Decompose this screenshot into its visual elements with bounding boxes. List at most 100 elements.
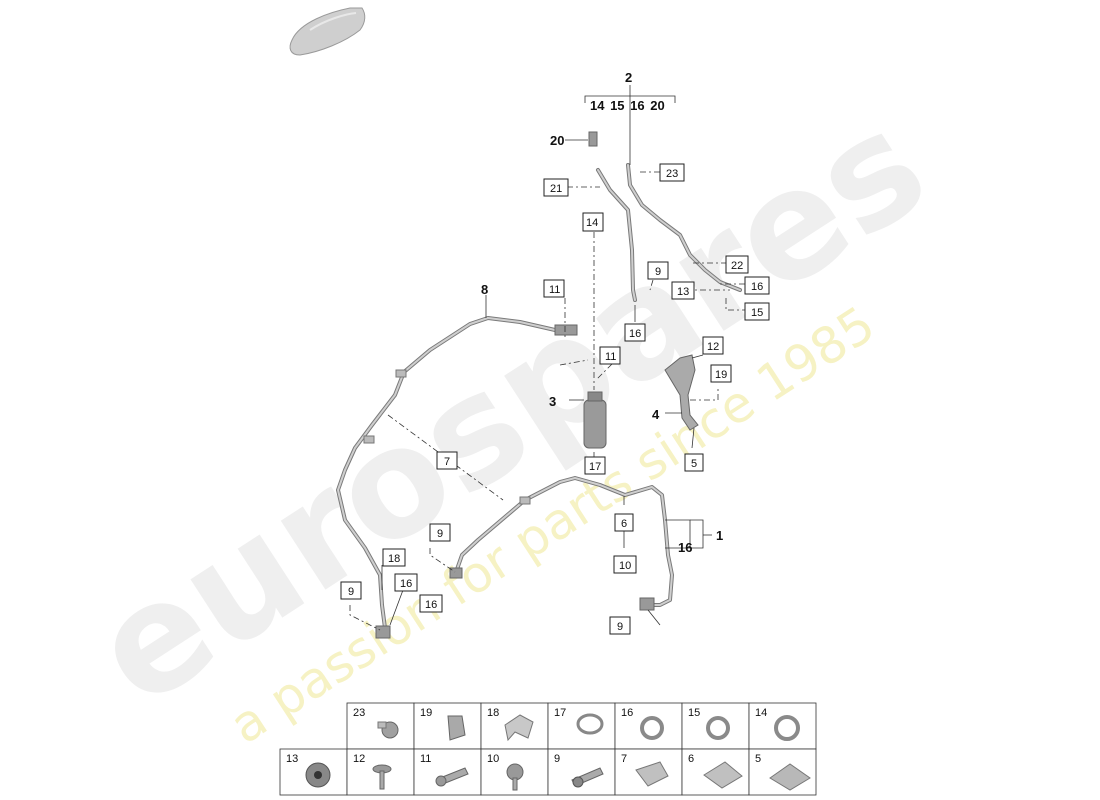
callout-5: 5 xyxy=(684,453,704,472)
label-bold-20: 20 xyxy=(550,133,564,148)
legend-cell-18: 18 xyxy=(480,702,549,750)
svg-text:11: 11 xyxy=(420,753,431,765)
parts-legend: 23 19 18 17 16 15 14 13 12 11 10 9 7 6 5 xyxy=(279,702,817,796)
legend-cell-16: 16 xyxy=(614,702,683,750)
label-main-2: 2 xyxy=(625,70,632,85)
label-subs-2: 14 15 16 20 xyxy=(590,98,665,113)
svg-text:9: 9 xyxy=(617,621,623,633)
svg-text:17: 17 xyxy=(554,707,566,719)
callout-9-left: 9 xyxy=(340,581,362,600)
callout-23: 23 xyxy=(659,163,685,182)
svg-text:6: 6 xyxy=(688,753,694,765)
svg-text:18: 18 xyxy=(388,553,400,565)
callout-7: 7 xyxy=(436,451,458,470)
callout-6: 6 xyxy=(614,513,634,532)
assembly-labels: 2 14 15 16 20 1 16 20 8 3 4 xyxy=(481,70,723,555)
svg-text:13: 13 xyxy=(677,286,689,298)
svg-text:13: 13 xyxy=(286,753,298,765)
callout-9-mid: 9 xyxy=(429,523,451,542)
svg-text:11: 11 xyxy=(605,351,616,363)
legend-cell-9: 9 xyxy=(547,748,616,796)
svg-text:22: 22 xyxy=(731,260,743,272)
svg-text:16: 16 xyxy=(400,578,412,590)
label-bold-3: 3 xyxy=(549,394,556,409)
svg-text:17: 17 xyxy=(589,461,601,473)
legend-cell-5: 5 xyxy=(748,748,817,796)
nut-icon xyxy=(305,762,331,788)
svg-text:23: 23 xyxy=(353,707,365,719)
legend-cell-13: 13 xyxy=(279,748,348,796)
svg-text:16: 16 xyxy=(621,707,633,719)
screw-icon xyxy=(506,763,524,791)
svg-text:19: 19 xyxy=(420,707,432,719)
svg-text:9: 9 xyxy=(655,266,661,278)
callout-9-bottom: 9 xyxy=(609,616,631,635)
svg-text:16: 16 xyxy=(629,328,641,340)
legend-cell-14: 14 xyxy=(748,702,817,750)
callout-21: 21 xyxy=(543,178,569,197)
pipe-holder-icon xyxy=(703,761,743,789)
svg-text:9: 9 xyxy=(437,528,443,540)
svg-text:15: 15 xyxy=(751,307,763,319)
label-main-1: 1 xyxy=(716,528,723,543)
svg-text:10: 10 xyxy=(487,753,499,765)
callout-16-lower: 16 xyxy=(419,594,443,613)
svg-text:12: 12 xyxy=(353,753,365,765)
legend-cell-10: 10 xyxy=(480,748,549,796)
callout-9-top: 9 xyxy=(647,261,669,280)
svg-text:16: 16 xyxy=(425,599,437,611)
legend-cell-19: 19 xyxy=(413,702,482,750)
callout-11-mid: 11 xyxy=(599,346,621,365)
watermark: eurospares a passion for parts since 198… xyxy=(65,78,955,755)
legend-cell-23: 23 xyxy=(346,702,415,750)
callout-22: 22 xyxy=(725,255,749,274)
car-silhouette-icon xyxy=(289,7,366,56)
svg-text:14: 14 xyxy=(586,217,598,229)
seal-ring-icon xyxy=(706,716,730,740)
legend-cell-12: 12 xyxy=(346,748,415,796)
holder-icon xyxy=(504,714,534,742)
callout-16-right: 16 xyxy=(744,276,770,295)
svg-text:10: 10 xyxy=(619,560,631,572)
svg-text:19: 19 xyxy=(715,369,727,381)
watermark-brand: eurospares xyxy=(65,78,955,740)
seal-ring-icon xyxy=(640,716,664,740)
callout-15: 15 xyxy=(744,302,770,321)
svg-text:12: 12 xyxy=(707,341,719,353)
callout-13: 13 xyxy=(671,281,695,300)
label-subs-1: 16 xyxy=(678,540,692,555)
svg-text:9: 9 xyxy=(348,586,354,598)
callout-19: 19 xyxy=(710,364,732,383)
svg-text:7: 7 xyxy=(621,753,627,765)
callout-18: 18 xyxy=(382,548,406,567)
callout-16-left: 16 xyxy=(394,573,418,592)
svg-text:18: 18 xyxy=(487,707,499,719)
callout-11-top: 11 xyxy=(543,279,565,298)
clip-icon xyxy=(377,721,399,739)
callout-10: 10 xyxy=(613,555,637,574)
svg-text:21: 21 xyxy=(550,183,562,195)
svg-text:5: 5 xyxy=(755,753,761,765)
legend-cell-17: 17 xyxy=(547,702,616,750)
svg-text:11: 11 xyxy=(549,284,560,296)
svg-text:5: 5 xyxy=(691,458,697,470)
svg-text:6: 6 xyxy=(621,518,627,530)
callout-17: 17 xyxy=(584,456,606,475)
legend-cell-7: 7 xyxy=(614,748,683,796)
callout-16-upper: 16 xyxy=(624,323,646,342)
callout-boxes: 23 21 14 22 9 16 13 15 11 16 11 12 19 17… xyxy=(340,163,770,635)
svg-text:16: 16 xyxy=(751,281,763,293)
svg-text:15: 15 xyxy=(688,707,700,719)
screw-icon xyxy=(435,767,469,787)
pipe-holder-icon xyxy=(635,761,669,787)
hose-clamp-icon xyxy=(576,713,604,735)
svg-text:23: 23 xyxy=(666,168,678,180)
label-bold-8: 8 xyxy=(481,282,488,297)
svg-text:14: 14 xyxy=(755,707,767,719)
svg-text:7: 7 xyxy=(444,456,450,468)
bolt-icon xyxy=(571,767,604,788)
callout-12: 12 xyxy=(702,336,724,355)
svg-text:9: 9 xyxy=(554,753,560,765)
refrigerant-lines xyxy=(336,131,742,639)
